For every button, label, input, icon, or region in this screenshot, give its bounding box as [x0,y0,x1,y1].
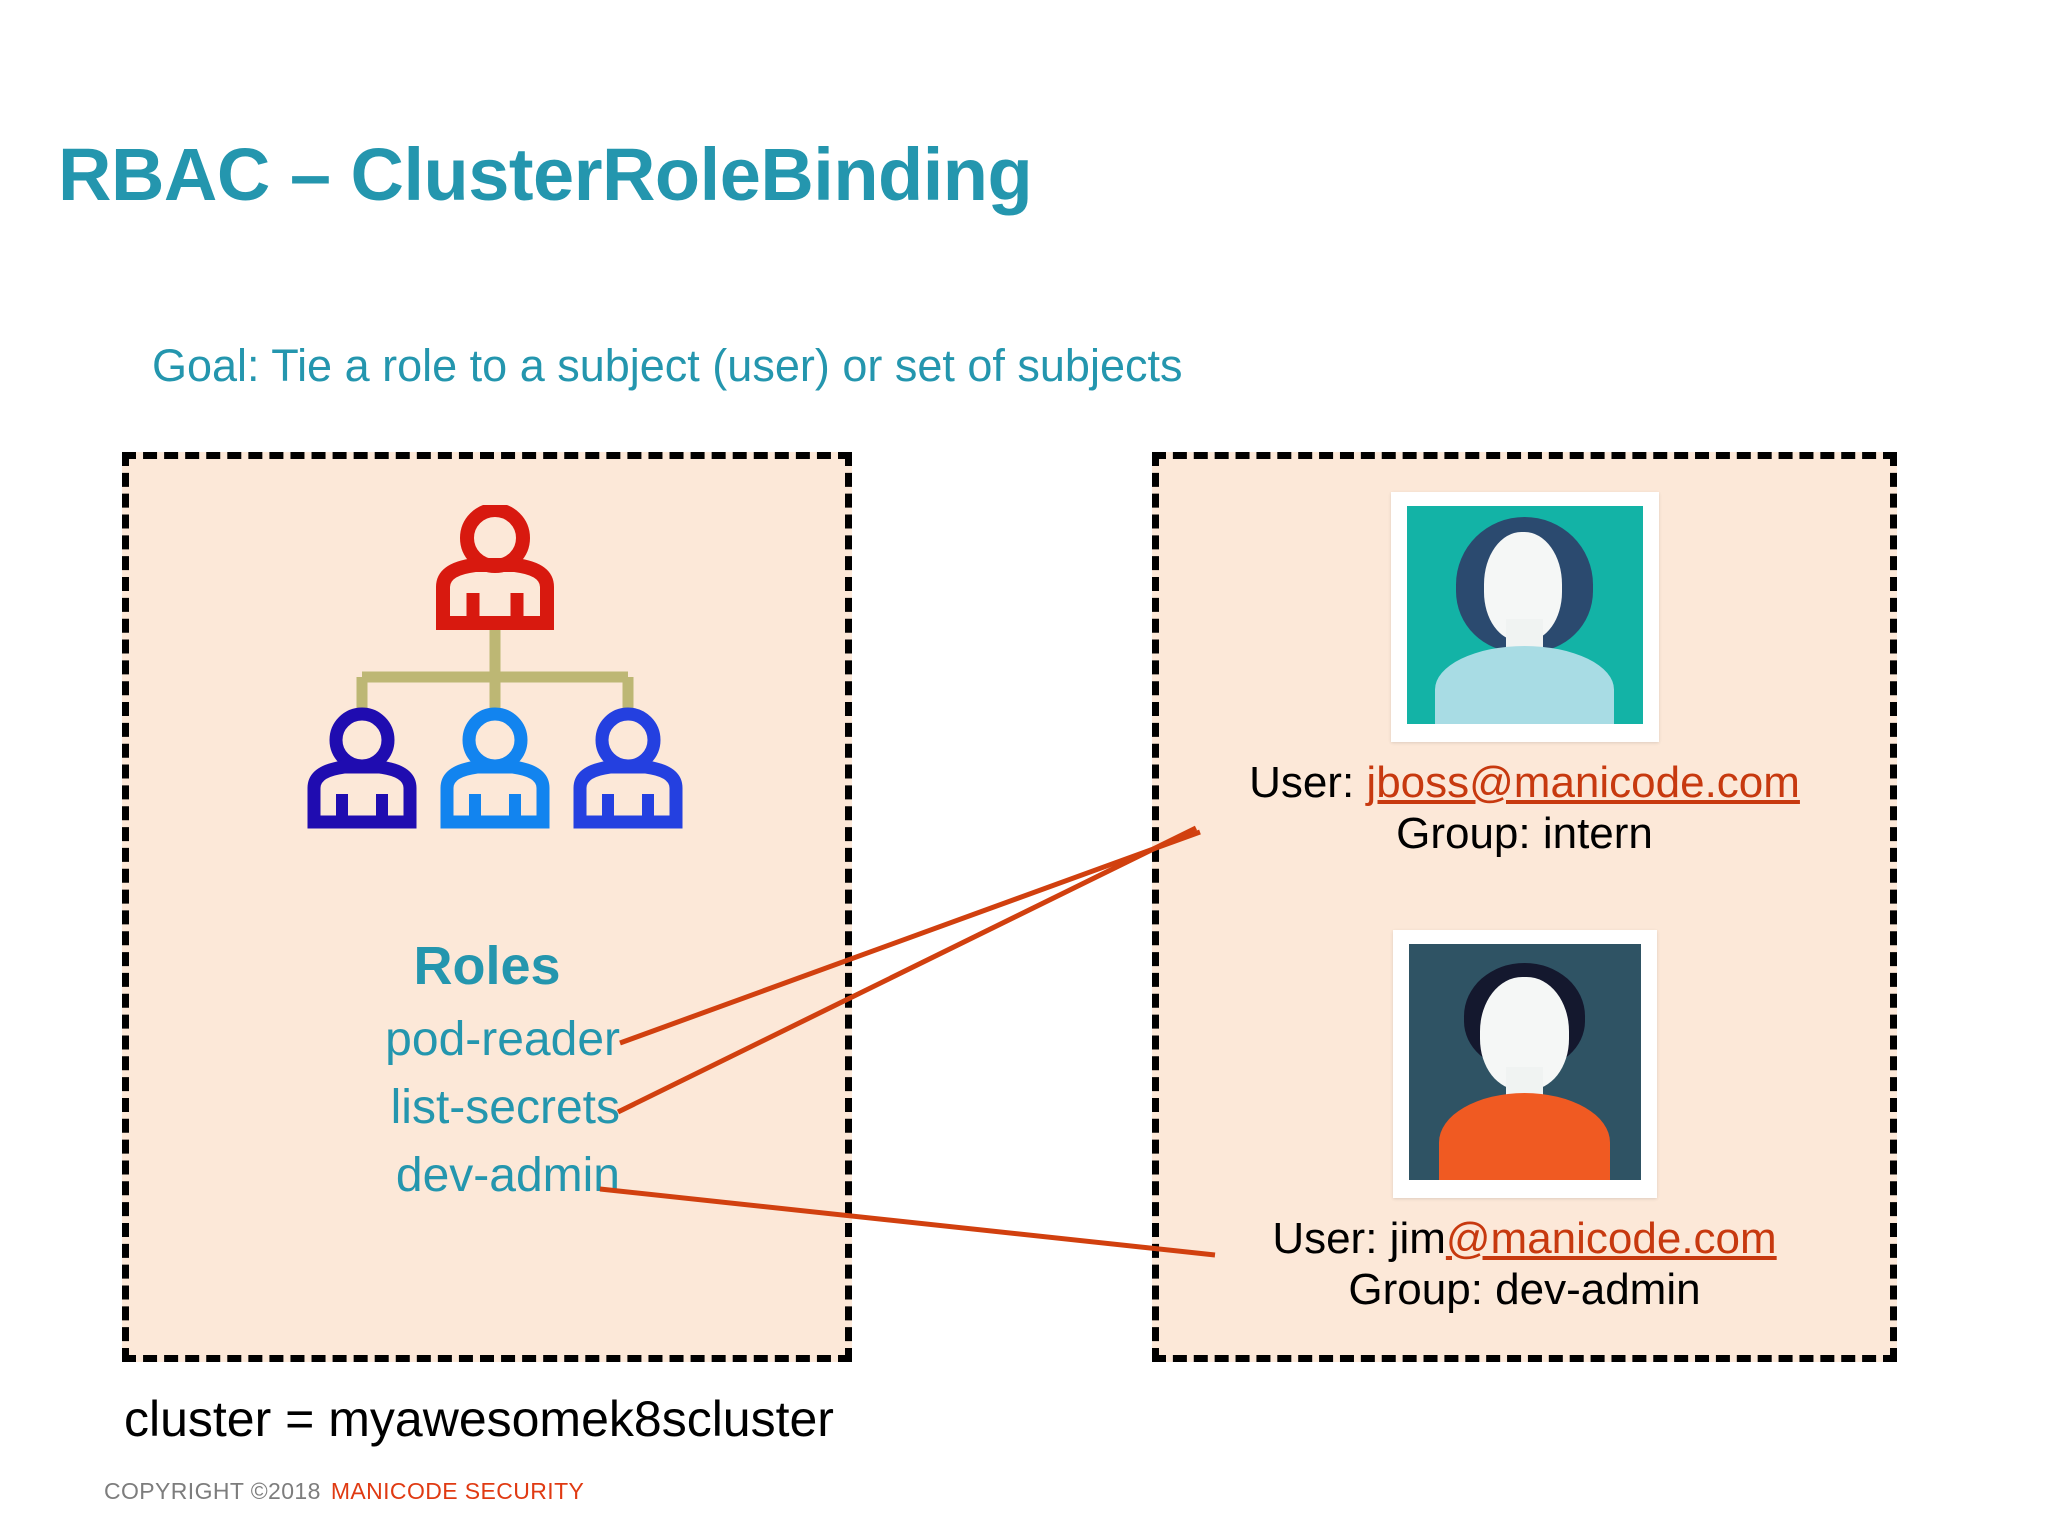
user-label: User: [1249,758,1355,807]
user-label: User: [1272,1214,1378,1263]
avatar-photo-female [1406,506,1643,724]
role-hierarchy-graphic [300,503,690,890]
cluster-caption: cluster = myawesomek8scluster [124,1391,834,1447]
goal-statement: Goal: Tie a role to a subject (user) or … [152,340,1183,391]
person-icon-bright-blue [440,707,550,829]
subject-text-block: User: jim@manicode.com Group: dev-admin [1152,1214,1897,1315]
role-item-pod-reader[interactable]: pod-reader [385,1013,620,1066]
subject-user-line: User: jim@manicode.com [1152,1214,1897,1265]
user-email-link[interactable]: jboss@manicode.com [1366,758,1800,807]
role-item-list-secrets[interactable]: list-secrets [390,1081,620,1134]
role-item-dev-admin[interactable]: dev-admin [395,1149,620,1202]
footer: COPYRIGHT ©2018 MANICODE SECURITY [104,1478,584,1505]
subject-text-block: User: jboss@manicode.com Group: intern [1152,758,1897,859]
page-title: RBAC – ClusterRoleBinding [58,133,1033,216]
subject-user-line: User: jboss@manicode.com [1152,758,1897,809]
subject-group-line: Group: dev-admin [1348,1264,1701,1314]
hierarchy-connector-lines [356,623,634,710]
person-icon-navy [307,707,417,829]
avatar-body [1434,645,1615,724]
footer-brand: MANICODE SECURITY [330,1478,585,1504]
avatar-frame [1390,492,1659,742]
subject-group-line: Group: intern [1396,808,1653,858]
person-icon-blue [573,707,683,829]
person-icon-red [436,503,554,630]
user-email-link[interactable]: @manicode.com [1445,1214,1777,1263]
avatar-body [1438,1092,1611,1180]
user-name-plain: jim [1389,1214,1446,1263]
avatar-frame [1392,930,1657,1198]
roles-heading: Roles [413,936,561,996]
subject-card: User: jim@manicode.com Group: dev-admin [1152,930,1897,1315]
avatar-photo-male [1408,944,1641,1180]
subject-card: User: jboss@manicode.com Group: intern [1152,492,1897,859]
footer-copyright: COPYRIGHT ©2018 [104,1478,321,1504]
